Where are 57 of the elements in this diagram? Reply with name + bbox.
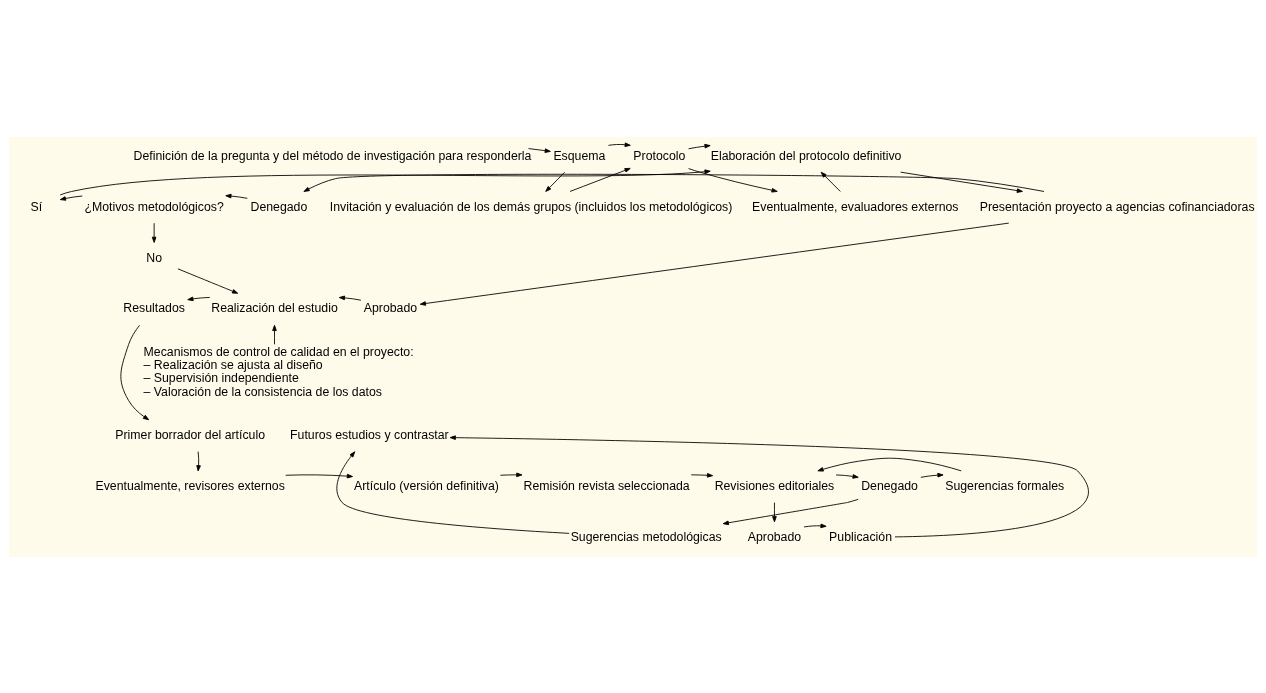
node-text: Sugerencias formales [945, 478, 1065, 493]
node-text: Realización del estudio [211, 300, 338, 315]
arrow [920, 472, 944, 478]
arrow [545, 171, 566, 192]
arrow [820, 171, 841, 192]
arrow [690, 472, 714, 478]
arrow [303, 173, 1045, 192]
node-text: Elaboración del protocolo definitivo [710, 148, 902, 163]
arrow [225, 193, 248, 199]
node-text: Presentación proyecto a agencias cofinanciadoras [979, 199, 1255, 214]
node-text: Futuros estudios y contrastar [290, 427, 449, 442]
arrow [449, 434, 1089, 537]
node-text: Publicación [829, 529, 893, 544]
node-text: Definición de la pregunta y del método de investigación para responderla [133, 148, 532, 163]
arrow [817, 457, 962, 472]
node-text: Eventualmente, revisores externos [95, 478, 285, 493]
arrow [419, 222, 1010, 306]
node-text: Aprobado [363, 300, 418, 315]
arrow [499, 472, 523, 477]
node-text: ¿Motivos metodológicos? [84, 199, 224, 214]
arrow [120, 324, 150, 420]
arrow [187, 296, 211, 301]
node-text: No [146, 250, 162, 265]
node-text: Mecanismos de control de calidad en el proyecto: – Realización se ajusta al diseño – Supervisión independiente – Valoración de la consistencia de los datos [143, 344, 414, 398]
node-text: Invitación y evaluación de los demás grupos (incluidos los metodológicos) [329, 199, 733, 214]
node-text: Aprobado [747, 529, 802, 544]
node-text: Resultados [123, 300, 185, 315]
arrow [272, 324, 277, 345]
node-text: Primer borrador del artículo [115, 427, 265, 442]
arrow [835, 473, 859, 479]
node-text: Protocolo [633, 148, 686, 163]
node-text: Artículo (versión definitiva) [354, 478, 499, 493]
arrow [196, 450, 201, 471]
arrow [900, 171, 1023, 193]
arrow [59, 168, 711, 195]
arrow [803, 523, 827, 528]
node-text: Remisión revista seleccionada [523, 478, 690, 493]
arrow [338, 295, 362, 301]
arrow [285, 473, 353, 478]
arrow [151, 222, 157, 243]
node-text: Esquema [553, 148, 606, 163]
node-text: Sugerencias metodológicas [570, 529, 722, 544]
arrow [772, 501, 777, 522]
node-text: Sí [30, 199, 43, 214]
arrow [528, 147, 551, 153]
node-text: Revisiones editoriales [714, 478, 835, 493]
node-text: Eventualmente, evaluadores externos [752, 199, 959, 214]
arrow [608, 141, 631, 147]
node-text: Denegado [250, 199, 308, 214]
arrow [177, 267, 239, 294]
arrow [688, 143, 711, 149]
arrow [569, 167, 631, 192]
node-text: Denegado [861, 478, 918, 493]
arrow [722, 498, 859, 525]
arrow [688, 167, 778, 193]
arrow [59, 195, 83, 201]
arrow [336, 450, 570, 534]
